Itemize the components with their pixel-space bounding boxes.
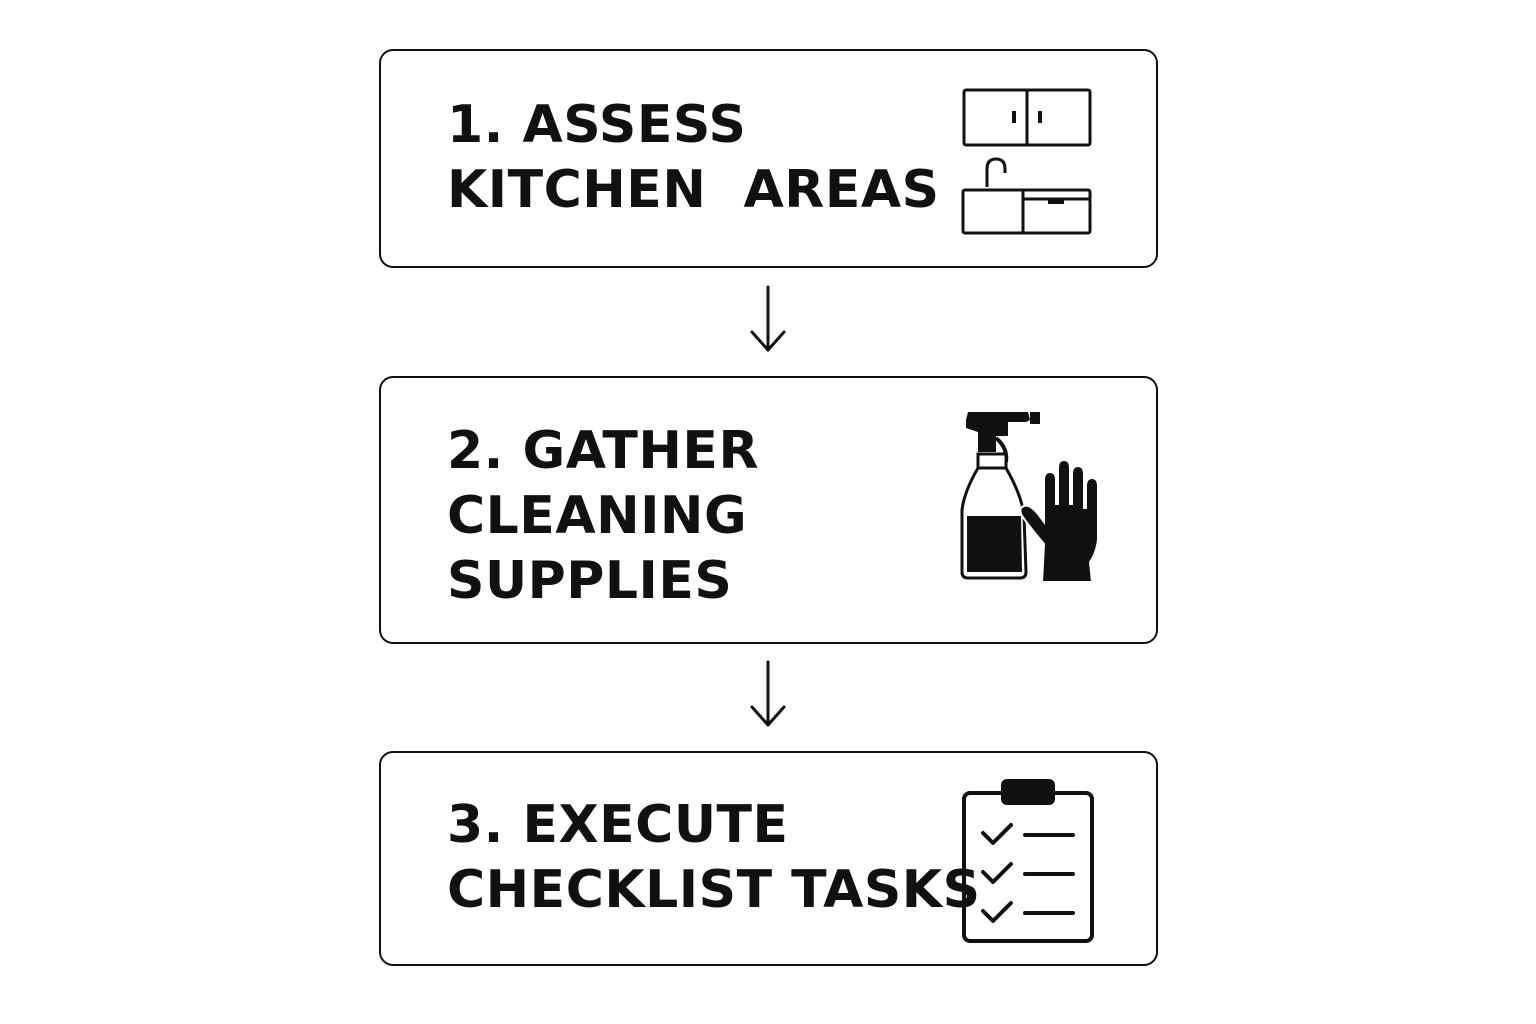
step-2-label: 2. GATHER CLEANING SUPPLIES [447, 419, 759, 614]
step-1-box: 1. ASSESS KITCHEN AREAS [379, 49, 1158, 268]
kitchen-cabinets-sink-icon [961, 88, 1092, 235]
step-3-label: 3. EXECUTE CHECKLIST TASKS [447, 793, 981, 923]
clipboard-checklist-icon [962, 779, 1094, 943]
step-2-line-3: SUPPLIES [447, 551, 733, 611]
step-3-line-1: 3. EXECUTE [447, 795, 789, 855]
step-2-line-2: CLEANING [447, 486, 748, 546]
step-3-line-2: CHECKLIST TASKS [447, 860, 981, 920]
step-1-line-1: 1. ASSESS [447, 95, 747, 155]
step-1-line-2: KITCHEN AREAS [447, 160, 940, 220]
step-2-box: 2. GATHER CLEANING SUPPLIES [379, 376, 1158, 644]
step-2-line-1: 2. GATHER [447, 421, 759, 481]
step-3-box: 3. EXECUTE CHECKLIST TASKS [379, 751, 1158, 966]
step-1-label: 1. ASSESS KITCHEN AREAS [447, 93, 940, 223]
down-arrow-icon [750, 285, 786, 352]
down-arrow-icon [750, 660, 786, 727]
spray-bottle-glove-icon [960, 412, 1099, 583]
